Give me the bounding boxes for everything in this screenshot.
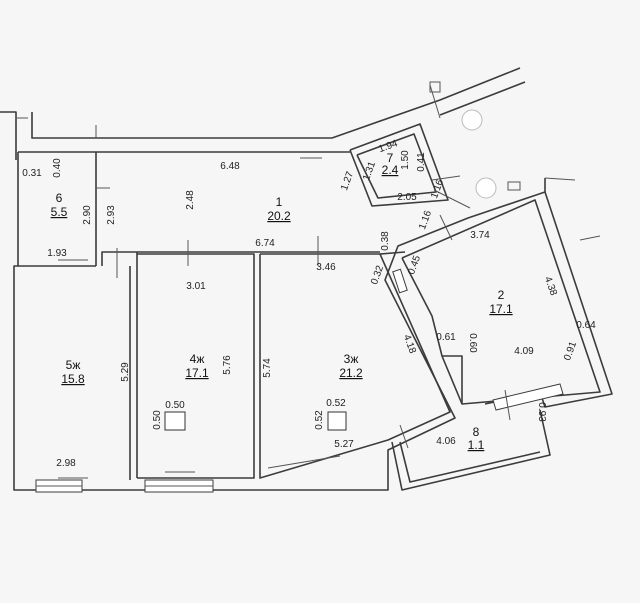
dimension-label: 0.60 xyxy=(467,333,478,353)
dimension-label: 6.74 xyxy=(255,238,275,249)
door-marks xyxy=(58,157,601,479)
dimension-label: 1.93 xyxy=(47,248,67,259)
corridor-walls xyxy=(0,67,526,160)
dimension-label: 2.98 xyxy=(56,458,76,469)
dimension-label: 0.31 xyxy=(22,168,42,179)
dimension-label: 0.52 xyxy=(314,410,325,430)
room-area: 17.1 xyxy=(185,366,209,380)
dimension-label: 0.50 xyxy=(165,400,185,411)
dimension-label: 1.31 xyxy=(361,160,378,182)
dimension-label: 0.61 xyxy=(436,332,456,343)
dimension-label: 4.38 xyxy=(542,275,559,297)
dimension-label: 2.90 xyxy=(82,205,93,225)
dimension-label: 2.93 xyxy=(106,205,117,225)
dimension-label: 1.27 xyxy=(339,170,356,192)
room-number: 3ж xyxy=(344,352,359,366)
apartment-outer-wall xyxy=(13,151,613,491)
room-number: 8 xyxy=(473,425,480,439)
dimension-label: 3.74 xyxy=(470,230,490,241)
dimension-label: 3.46 xyxy=(316,262,336,273)
dimension-label: 5.29 xyxy=(120,362,131,382)
room-labels: 1 20.2 2 17.1 3ж 21.2 4ж 17.1 5ж 15.8 6 … xyxy=(51,151,513,452)
dimension-label: 0.38 xyxy=(380,231,391,251)
small-box-icon xyxy=(429,81,441,93)
room-area: 17.1 xyxy=(489,302,513,316)
windows xyxy=(35,383,564,493)
dimension-label: 0.93 xyxy=(536,402,547,422)
room-area: 15.8 xyxy=(61,372,85,386)
dimension-label: 2.48 xyxy=(185,190,196,210)
radiator-mark xyxy=(392,268,408,294)
dimension-label: 0.45 xyxy=(406,254,423,276)
riser-pipe-icon xyxy=(475,177,497,199)
dimension-label: 0.41 xyxy=(416,152,427,172)
dimension-label: 0.91 xyxy=(562,340,579,362)
room-number: 7 xyxy=(387,151,394,165)
room-number: 6 xyxy=(56,191,63,205)
room-number: 1 xyxy=(276,195,283,209)
interior-walls xyxy=(18,123,601,480)
small-box-icon xyxy=(507,181,521,191)
vent-shaft-room-3 xyxy=(327,411,347,431)
dimension-label: 5.74 xyxy=(262,358,273,378)
dimension-label: 1.16 xyxy=(417,209,434,231)
dimension-label: 4.09 xyxy=(514,346,534,357)
dimension-label: 2.05 xyxy=(397,192,417,203)
dimension-label: 0.52 xyxy=(326,398,346,409)
room-number: 2 xyxy=(498,288,505,302)
room-area: 21.2 xyxy=(339,366,363,380)
room-number: 5ж xyxy=(66,358,81,372)
room-area: 5.5 xyxy=(51,205,68,219)
riser-pipe-icon xyxy=(461,109,483,131)
dimension-label: 6.48 xyxy=(220,161,240,172)
dimension-label: 5.27 xyxy=(334,439,354,450)
dimension-label: 1.50 xyxy=(400,150,411,170)
dimension-label: 0.32 xyxy=(369,264,386,286)
dimension-label: 4.06 xyxy=(436,436,456,447)
dimension-label: 5.76 xyxy=(222,355,233,375)
dimension-label: 3.01 xyxy=(186,281,206,292)
dimension-label: 4.18 xyxy=(401,333,418,355)
room-area: 20.2 xyxy=(267,209,291,223)
room-area: 2.4 xyxy=(382,163,399,177)
dimension-label: 0.40 xyxy=(52,158,63,178)
room-number: 4ж xyxy=(190,352,205,366)
vent-shaft-room-4 xyxy=(164,411,186,431)
dimension-label: 0.64 xyxy=(576,320,596,331)
dimension-label: 0.50 xyxy=(152,410,163,430)
room-area: 1.1 xyxy=(468,438,485,452)
